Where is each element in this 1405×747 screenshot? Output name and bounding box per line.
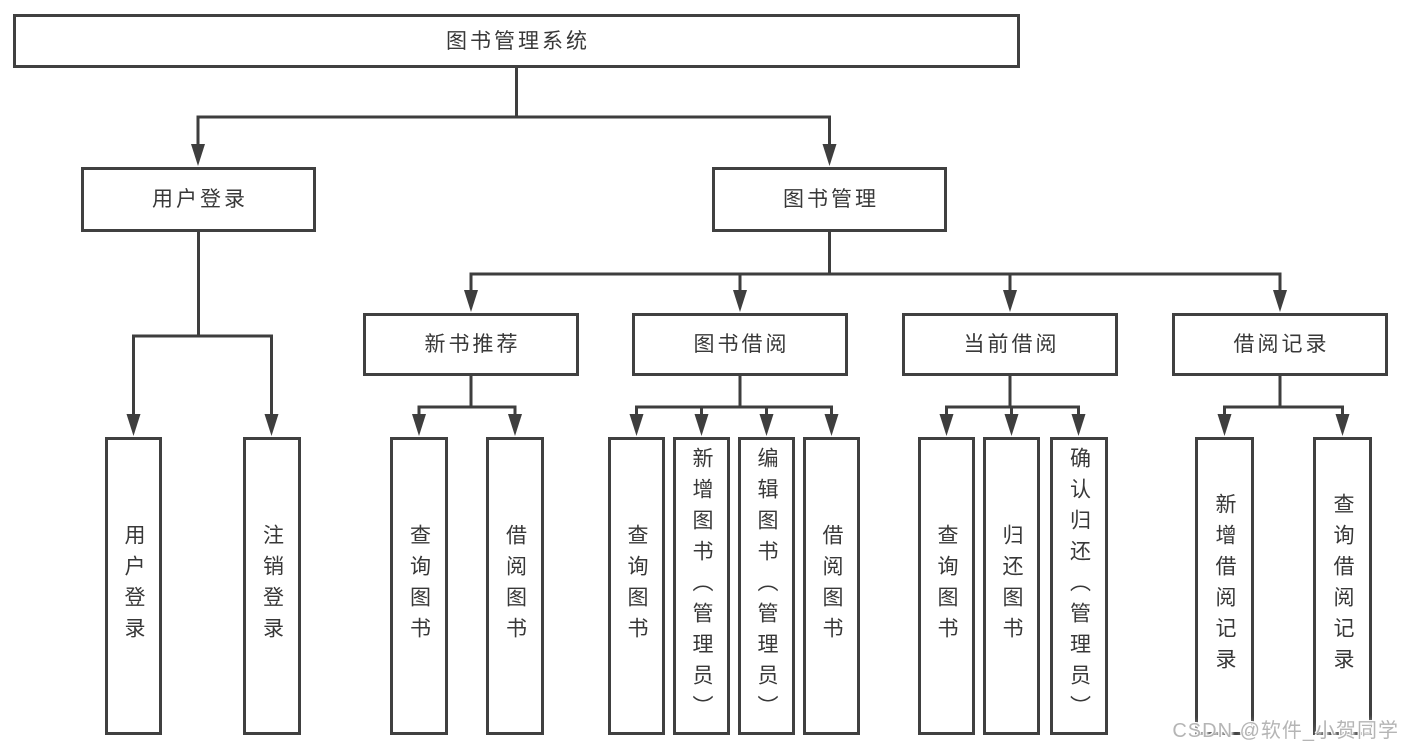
edge-bookmgmt-to-level3 [464, 232, 1287, 312]
node-book-borrow: 图书借阅 [632, 313, 848, 376]
leaf-user-login: 用户登录 [105, 437, 162, 735]
edge-userlogin-to-leaves [126, 232, 279, 436]
node-current-borrow: 当前借阅 [902, 313, 1118, 376]
arrowhead [1273, 290, 1287, 312]
arrowhead [1071, 414, 1086, 436]
arrowhead [694, 414, 709, 436]
leaf-query-books-1: 查询图书 [390, 437, 448, 735]
arrowhead [1004, 414, 1019, 436]
node-library-system: 图书管理系统 [13, 14, 1020, 68]
leaf-edit-books-admin: 编辑图书（管理员） [738, 437, 795, 735]
node-user-login: 用户登录 [81, 167, 316, 232]
arrowhead [412, 414, 426, 436]
node-new-book-recommend: 新书推荐 [363, 313, 579, 376]
arrowhead [1003, 290, 1017, 312]
leaf-query-books-2: 查询图书 [608, 437, 665, 735]
arrowhead [1335, 414, 1350, 436]
arrowhead [126, 414, 141, 436]
arrowhead [464, 290, 478, 312]
csdn-watermark: CSDN @软件_小贺同学 [1172, 720, 1399, 742]
leaf-add-books-admin: 新增图书（管理员） [673, 437, 730, 735]
arrowhead [824, 414, 839, 436]
leaf-query-books-3: 查询图书 [918, 437, 975, 735]
arrowhead [191, 144, 205, 166]
edge-bookborrow-to-leaves [629, 376, 839, 436]
leaf-query-borrow-record: 查询借阅记录 [1313, 437, 1372, 735]
leaf-return-books: 归还图书 [983, 437, 1040, 735]
node-book-management: 图书管理 [712, 167, 947, 232]
leaf-logout: 注销登录 [243, 437, 301, 735]
leaf-add-borrow-record: 新增借阅记录 [1195, 437, 1254, 735]
arrowhead [822, 144, 837, 166]
arrowhead [759, 414, 774, 436]
arrowhead [508, 414, 522, 436]
edge-borrowrecords-to-leaves [1217, 376, 1350, 436]
edge-newbookrec-to-leaves [412, 376, 522, 436]
leaf-borrow-books-2: 借阅图书 [803, 437, 860, 735]
arrowhead [939, 414, 954, 436]
arrowhead [629, 414, 644, 436]
arrowhead [733, 290, 747, 312]
edge-root-to-level2 [191, 68, 837, 166]
node-borrow-records: 借阅记录 [1172, 313, 1388, 376]
arrowhead [264, 414, 279, 436]
edge-currentborrow-to-leaves [939, 376, 1086, 436]
arrowhead [1217, 414, 1232, 436]
leaf-confirm-return-admin: 确认归还（管理员） [1050, 437, 1108, 735]
leaf-borrow-books-1: 借阅图书 [486, 437, 544, 735]
